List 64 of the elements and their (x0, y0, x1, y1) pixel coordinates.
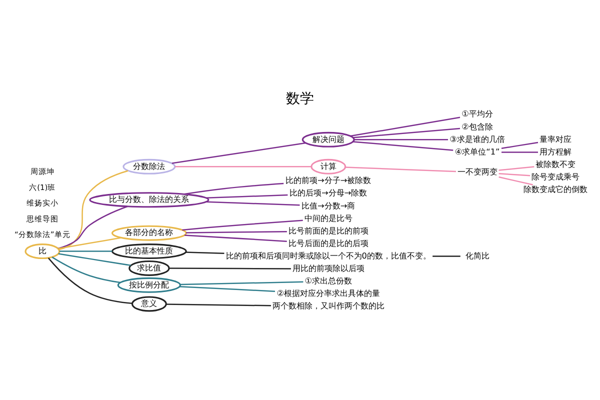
node-text: 一不变两变 (457, 166, 498, 176)
connector (353, 140, 454, 150)
connector (184, 234, 287, 242)
node-text: ④求单位“1” (454, 146, 500, 156)
node-ellipse: 比的基本性质 (111, 243, 187, 259)
node-ellipse: 按比例分配 (117, 276, 181, 292)
connector (58, 170, 128, 250)
node-text: 比的前项和后项同时乘或除以一个不为0的数，比值不变。 (226, 250, 431, 260)
diagram-title: 数学 (286, 90, 314, 107)
connector (345, 166, 456, 172)
connector (58, 205, 128, 249)
node-text: 用方程解 (540, 146, 572, 156)
node-text: 比值→分数→商 (302, 200, 356, 210)
connector (48, 257, 132, 304)
connector (58, 252, 131, 266)
connector (184, 182, 284, 194)
node-text: 除数变成它的倒数 (524, 183, 588, 194)
node-ellipse: 解决问题 (302, 131, 355, 147)
connector (501, 141, 538, 148)
connector (166, 303, 271, 306)
node-text: ①求出总份数 (304, 275, 352, 286)
node-text: 化简比 (465, 250, 490, 260)
connector (354, 138, 448, 140)
node-ellipse: 求比值 (128, 260, 170, 276)
node-text: 比号前面的是比的前项 (288, 224, 368, 235)
connector (60, 250, 112, 252)
connector (182, 219, 303, 230)
connector (498, 166, 534, 170)
connector (498, 176, 533, 185)
node-ellipse: 分数除法 (122, 158, 176, 174)
connector (353, 127, 460, 138)
connector (58, 236, 122, 249)
node-ellipse: 意义 (131, 296, 167, 312)
connector (180, 280, 304, 285)
connector (180, 286, 276, 292)
connector (502, 151, 538, 152)
node-text: 两个数相除，又叫作两个数的比 (272, 300, 384, 310)
node-text: ③求是谁的几倍 (450, 133, 505, 144)
node-ellipse: 比与分数、除法的关系 (89, 192, 210, 208)
connector (432, 255, 460, 256)
node-text: 比的后项→分母→除数 (290, 187, 368, 198)
node-text: 除号变成乘号 (532, 170, 580, 181)
node-ellipse: 各部分的名称 (111, 224, 187, 240)
connector (186, 230, 287, 233)
node-text: 用比的前项除以后项 (292, 262, 364, 272)
connector (174, 166, 312, 167)
connector (52, 256, 120, 283)
node-text: 量率对应 (540, 133, 572, 144)
connector (169, 267, 291, 269)
node-ellipse: 计算 (310, 158, 346, 174)
connector (172, 142, 306, 164)
node-text: ②包含除 (462, 120, 493, 131)
node-text: ②根据对应分率求出具体的量 (276, 288, 380, 298)
node-text: 比号后面的是比的后项 (288, 237, 368, 248)
connector (350, 116, 460, 136)
node-text: 中间的是比号 (304, 212, 352, 222)
connector (206, 194, 288, 198)
node-ellipse: 比 (24, 243, 60, 259)
node-text: ①平均分 (462, 108, 493, 118)
node-text: 比的前项→分子→被除数 (286, 174, 372, 185)
connector (186, 251, 224, 254)
node-text: 被除数不变 (536, 158, 576, 168)
connector (206, 200, 300, 206)
connector (498, 172, 530, 176)
